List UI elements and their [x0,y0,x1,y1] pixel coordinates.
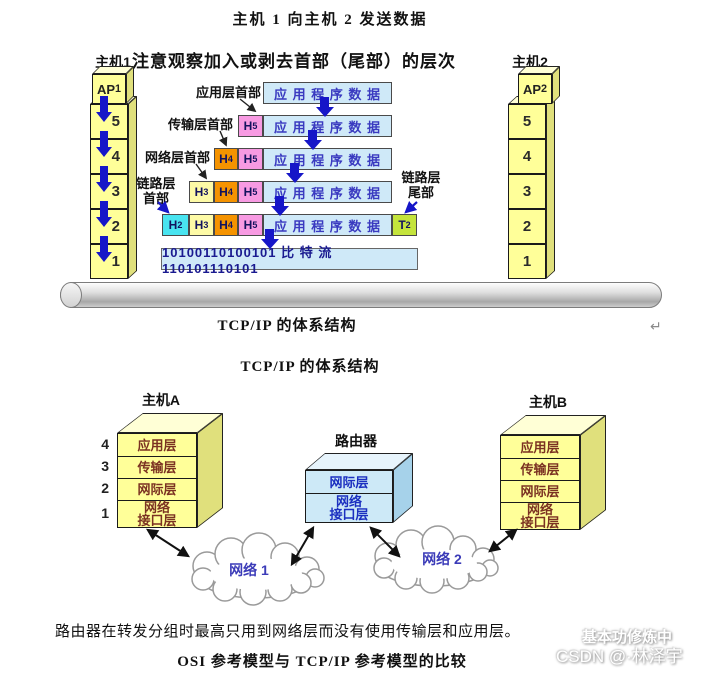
diagram1-pointer-lines [156,98,418,214]
caption-osi-comparison: OSI 参考模型与 TCP/IP 参考模型的比较 [177,654,467,670]
down-arrow-icon [315,97,334,117]
host2-layer3: 3 [508,174,546,209]
down-arrow-icon [270,196,289,216]
hostA-netif-layer: 网络接口层 [118,500,196,527]
router-netif-layer: 网络接口层 [306,493,392,522]
hostB-transport-layer: 传输层 [501,458,579,480]
down-arrow-icon [95,96,112,122]
host2-layer1: 1 [508,244,546,279]
watermark-csdn: CSDN @·林泽宇 [556,647,683,666]
host2-layer5: 5 [508,104,546,139]
diagram2-clouds-and-arrows [145,525,518,606]
down-arrow-icon [303,130,322,150]
app-data-box-row5: 应 用 程 序 数 据 [263,214,392,236]
hostA-app-layer: 应用层 [137,437,177,453]
hostB-stack: 应用层 传输层 网际层 网络接口层 [500,435,580,530]
hostA-stack: 应用层 传输层 网际层 网络接口层 [117,433,197,528]
app-header-label: 应用层首部 [195,85,261,100]
down-arrow-icon [260,229,279,249]
link-trailer-label: 链路层尾部 [401,170,441,200]
hostA-layer-number-1: 1 [101,505,109,521]
hostB-netif-layer: 网络接口层 [501,502,579,529]
down-arrow-icon [95,166,112,192]
transport-header-label: 传输层首部 [167,117,233,132]
network2-label: 网络 2 [422,551,462,567]
down-arrow-icon [95,201,112,227]
hostA-internet-layer: 网际层 [118,478,196,500]
caption-tcpip-2: TCP/IP 的体系结构 [240,359,380,375]
hostB-app-layer: 应用层 [520,439,560,455]
host2-layer4: 4 [508,139,546,174]
host2-layer2: 2 [508,209,546,244]
hostA-transport-layer: 传输层 [118,456,196,478]
hostA-layer-number-3: 3 [101,458,109,474]
caption-tcpip-1: TCP/IP 的体系结构 [217,318,357,334]
app-data-box-row2: 应 用 程 序 数 据 [263,115,392,137]
watermark-nickname: 基本功修炼中 [582,629,673,646]
down-arrow-icon [285,163,304,183]
down-arrow-icon [95,131,112,157]
hostB-internet-layer: 网际层 [501,480,579,502]
transmission-medium-pipe [60,282,662,308]
hostA-layer-number-2: 2 [101,480,109,496]
hostB-label: 主机B [528,394,568,410]
router-note-text: 路由器在转发分组时最高只用到网络层而没有使用传输层和应用层。 [55,624,521,640]
paragraph-return-icon: ↵ [650,318,662,334]
network1-label: 网络 1 [229,562,269,578]
hostA-layer-number-4: 4 [101,436,109,452]
app-data-box-row4: 应 用 程 序 数 据 [263,181,392,203]
router-internet-layer: 网际层 [329,474,369,490]
app-data-box-row3: 应 用 程 序 数 据 [263,148,392,170]
hostA-label: 主机A [141,392,181,408]
diagram1-heading: 注意观察加入或剥去首部（尾部）的层次 [132,52,456,71]
router-stack: 网际层 网络接口层 [305,470,393,523]
router-label: 路由器 [335,433,377,449]
network-header-label: 网络层首部 [144,150,210,165]
down-arrow-icon [95,236,112,262]
page-title: 主机 1 向主机 2 发送数据 [232,12,428,28]
